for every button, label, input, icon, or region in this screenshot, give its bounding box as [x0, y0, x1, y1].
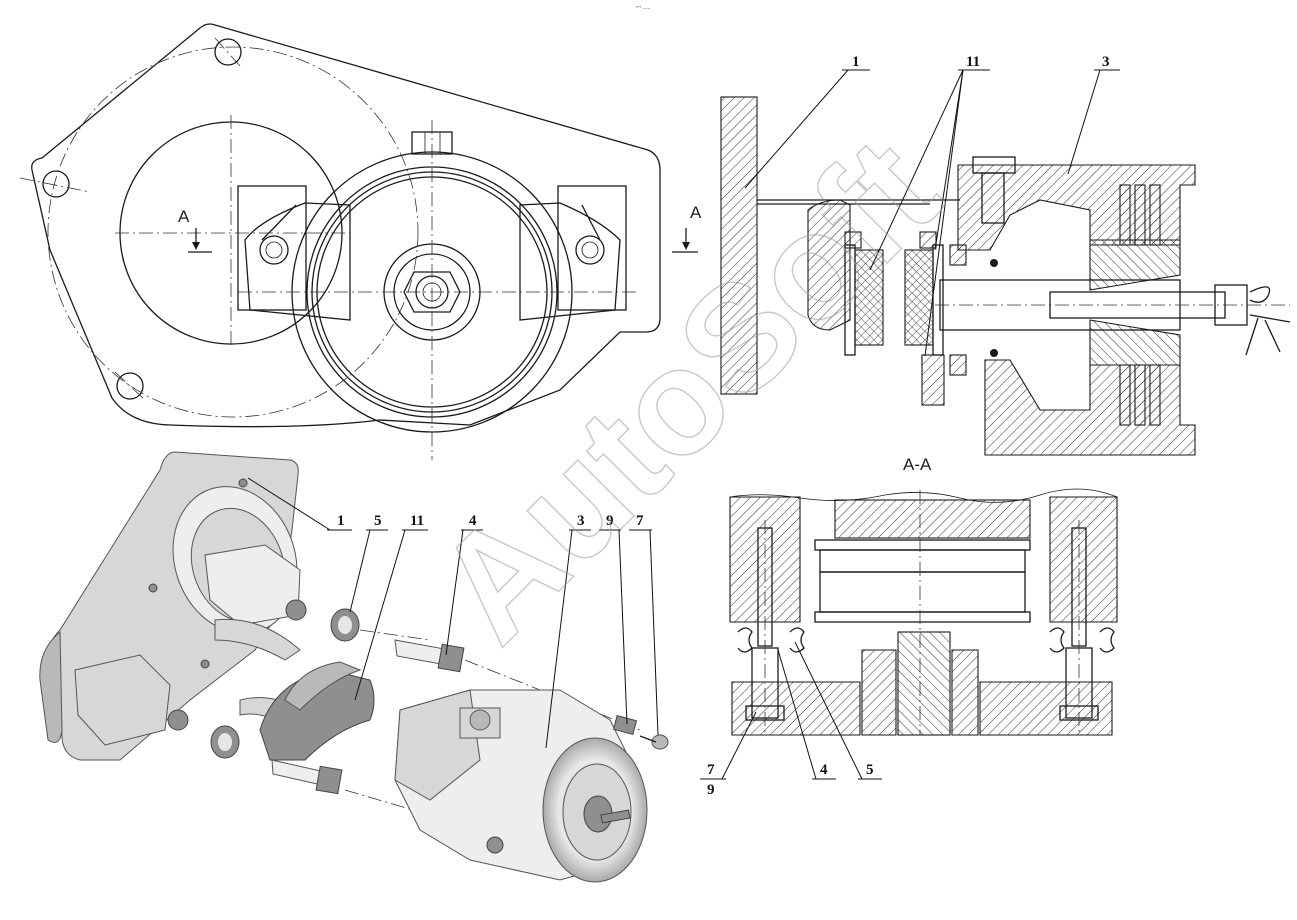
callout-3-exploded: 3 — [577, 513, 585, 529]
section-marker-left: A — [178, 207, 190, 226]
callout-5-exploded: 5 — [374, 513, 382, 529]
callout-7-exploded: 7 — [636, 513, 644, 529]
callout-7-aa: 7 — [707, 762, 715, 778]
callout-9-exploded: 9 — [606, 513, 614, 529]
watermark: AutoSoft — [404, 106, 970, 672]
side-section-view: 1 11 3 — [720, 54, 1291, 456]
aa-section-view: A-A 7 9 4 — [700, 455, 1118, 798]
callout-11-side: 11 — [966, 54, 980, 70]
section-marker-right: A — [690, 203, 702, 222]
front-view: A A — [19, 23, 702, 460]
callout-1-side: 1 — [852, 54, 860, 70]
callout-4-aa: 4 — [820, 762, 828, 778]
callout-3-side: 3 — [1102, 54, 1110, 70]
callout-1-exploded: 1 — [337, 513, 345, 529]
exploded-view: 1 5 11 4 3 9 7 — [39, 451, 669, 883]
top-mark: "" --- — [636, 6, 651, 13]
callout-4-exploded: 4 — [469, 513, 477, 529]
callout-11-exploded: 11 — [410, 513, 424, 529]
callout-5-aa: 5 — [866, 762, 874, 778]
callout-9-aa: 9 — [707, 782, 715, 798]
aa-section-title: A-A — [903, 455, 932, 474]
